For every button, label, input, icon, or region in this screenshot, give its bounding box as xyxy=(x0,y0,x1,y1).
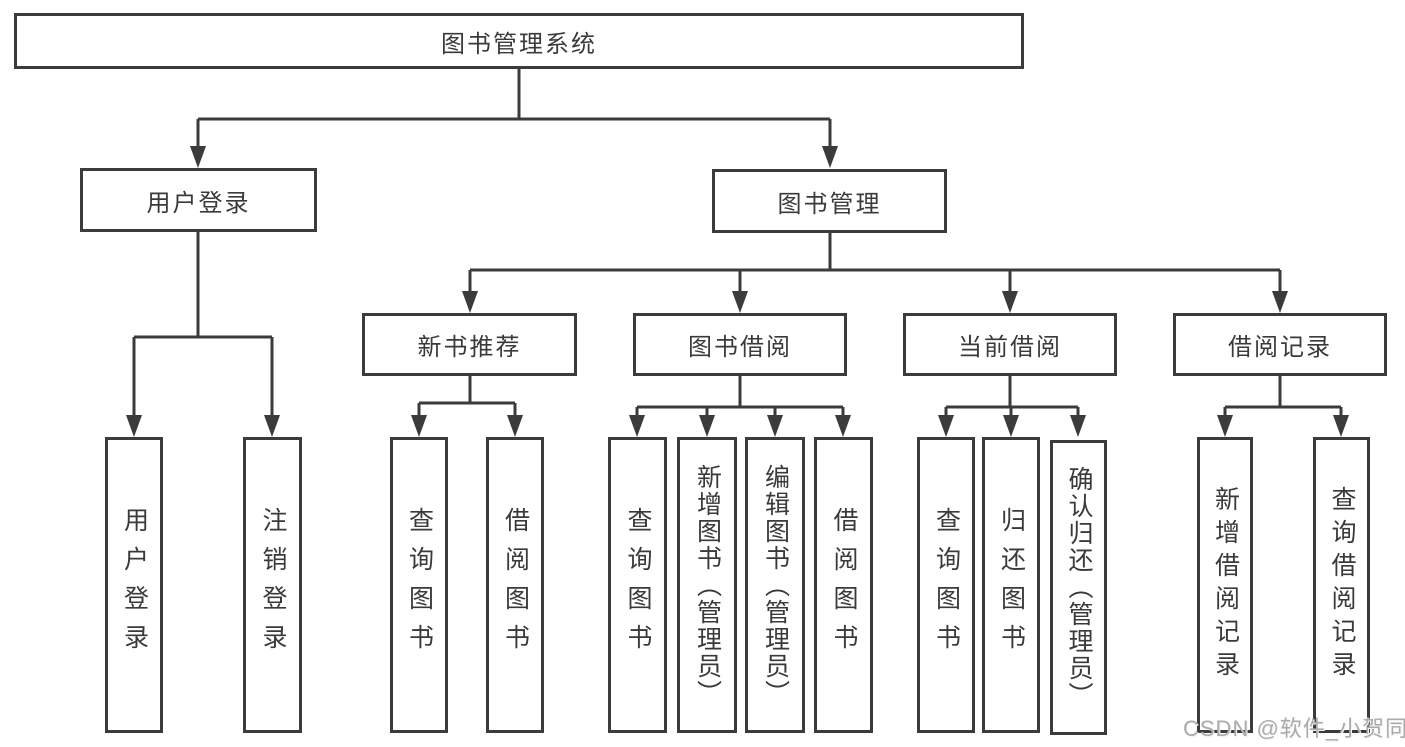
leaf-query-books-1: 查询图书 xyxy=(390,437,448,733)
leaf-query-books-2-label: 查询图书 xyxy=(624,507,652,663)
node-book-borrowing: 图书借阅 xyxy=(633,313,847,376)
node-book-management-label: 图书管理 xyxy=(777,190,882,218)
leaf-query-books-3: 查询图书 xyxy=(917,437,975,733)
leaf-add-borrow-record-label: 新增借阅记录 xyxy=(1211,486,1240,684)
leaf-query-books-1-label: 查询图书 xyxy=(405,507,434,663)
leaf-user-login-label: 用户登录 xyxy=(120,507,149,663)
leaf-edit-books-admin: 编辑图书（管理员） xyxy=(745,437,805,733)
leaf-return-books: 归还图书 xyxy=(982,437,1040,733)
node-borrowing-records-label: 借阅记录 xyxy=(1228,334,1332,361)
node-current-borrowing-label: 当前借阅 xyxy=(958,334,1062,361)
leaf-query-borrow-record-label: 查询借阅记录 xyxy=(1328,486,1356,684)
leaf-borrow-books-1-label: 借阅图书 xyxy=(501,507,530,663)
leaf-borrow-books-1: 借阅图书 xyxy=(486,437,544,733)
leaf-query-books-2: 查询图书 xyxy=(608,437,667,733)
node-root-system: 图书管理系统 xyxy=(14,13,1024,69)
leaf-confirm-return-admin: 确认归还（管理员） xyxy=(1050,440,1107,735)
node-new-book-recommend-label: 新书推荐 xyxy=(417,334,522,361)
leaf-borrow-books-2-label: 借阅图书 xyxy=(830,507,858,663)
leaf-logout: 注销登录 xyxy=(243,437,302,733)
node-new-book-recommend: 新书推荐 xyxy=(362,313,577,376)
csdn-watermark: CSDN @软件_小贺同学 xyxy=(1183,716,1405,741)
node-book-management: 图书管理 xyxy=(712,169,947,233)
node-book-borrowing-label: 图书借阅 xyxy=(688,334,792,361)
node-borrowing-records: 借阅记录 xyxy=(1173,313,1387,376)
leaf-edit-books-admin-label: 编辑图书（管理员） xyxy=(761,463,790,707)
leaf-user-login: 用户登录 xyxy=(105,437,163,733)
node-user-login-label: 用户登录 xyxy=(146,189,251,217)
node-user-login: 用户登录 xyxy=(80,168,317,232)
leaf-query-books-3-label: 查询图书 xyxy=(932,507,961,663)
node-root-label: 图书管理系统 xyxy=(441,30,597,58)
leaf-add-borrow-record: 新增借阅记录 xyxy=(1197,437,1253,733)
arrowhead-icons xyxy=(126,146,1349,437)
leaf-return-books-label: 归还图书 xyxy=(997,507,1026,663)
leaf-query-borrow-record: 查询借阅记录 xyxy=(1313,437,1370,733)
leaf-confirm-return-admin-label: 确认归还（管理员） xyxy=(1065,466,1093,709)
leaf-borrow-books-2: 借阅图书 xyxy=(814,437,873,733)
leaf-add-books-admin-label: 新增图书（管理员） xyxy=(693,463,722,707)
leaf-add-books-admin: 新增图书（管理员） xyxy=(677,437,737,733)
node-current-borrowing: 当前借阅 xyxy=(903,313,1117,376)
leaf-logout-label: 注销登录 xyxy=(259,507,287,663)
